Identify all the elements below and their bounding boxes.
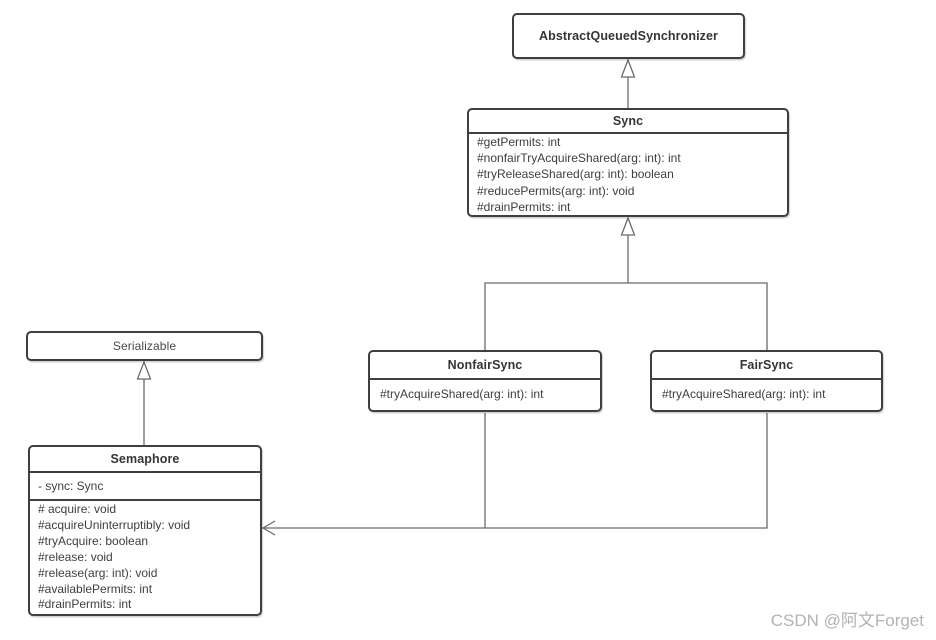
class-members-sync: #getPermits: int #nonfairTryAcquireShare… [469,134,787,215]
class-member: #tryAcquireShared(arg: int): int [662,387,826,401]
class-title-semaphore: Semaphore [30,447,260,473]
class-title-sync: Sync [469,110,787,134]
class-member: #release(arg: int): void [38,565,158,580]
class-member: # acquire: void [38,502,117,516]
generalization-line-nonfairsync-fairsync [484,282,768,350]
class-member: #reducePermits(arg: int): void [477,183,635,198]
generalization-arrowhead-aqs [620,58,636,78]
class-title-serializable: Serializable [112,339,177,353]
class-members-fairsync: #tryAcquireShared(arg: int): int [652,380,881,401]
class-member: #drainPermits: int [477,199,571,214]
class-member: #tryAcquireShared(arg: int): int [380,387,544,401]
class-box-semaphore: Semaphore - sync: Sync # acquire: void #… [28,445,262,616]
class-box-sync: Sync #getPermits: int #nonfairTryAcquire… [467,108,789,217]
class-attribute: - sync: Sync [30,473,260,501]
class-title-fairsync: FairSync [652,352,881,380]
class-member: #getPermits: int [477,135,561,149]
class-member: #release: void [38,549,113,564]
csdn-watermark: CSDN @阿文Forget [770,611,924,630]
class-box-nonfairsync: NonfairSync #tryAcquireShared(arg: int):… [368,350,602,412]
class-box-abstractqueuedsynchronizer: AbstractQueuedSynchronizer [512,13,745,59]
class-title-nonfairsync: NonfairSync [370,352,600,380]
class-box-serializable: Serializable [26,331,263,361]
class-member: #acquireUninterruptibly: void [38,517,191,532]
class-member: #tryReleaseShared(arg: int): boolean [477,167,674,182]
association-open-arrowhead-semaphore [261,520,276,536]
class-members-nonfairsync: #tryAcquireShared(arg: int): int [370,380,600,401]
class-box-fairsync: FairSync #tryAcquireShared(arg: int): in… [650,350,883,412]
generalization-arrowhead-sync [620,216,636,236]
class-title-abstractqueuedsynchronizer: AbstractQueuedSynchronizer [538,29,719,43]
class-member: #availablePermits: int [38,581,153,596]
class-member: #drainPermits: int [38,597,132,612]
class-member: #tryAcquire: boolean [38,533,149,548]
class-members-semaphore: # acquire: void #acquireUninterruptibly:… [30,501,260,613]
association-line-fairsync-to-semaphore [263,413,768,529]
class-member: #nonfairTryAcquireShared(arg: int): int [477,151,681,166]
generalization-arrowhead-serializable [136,360,152,380]
